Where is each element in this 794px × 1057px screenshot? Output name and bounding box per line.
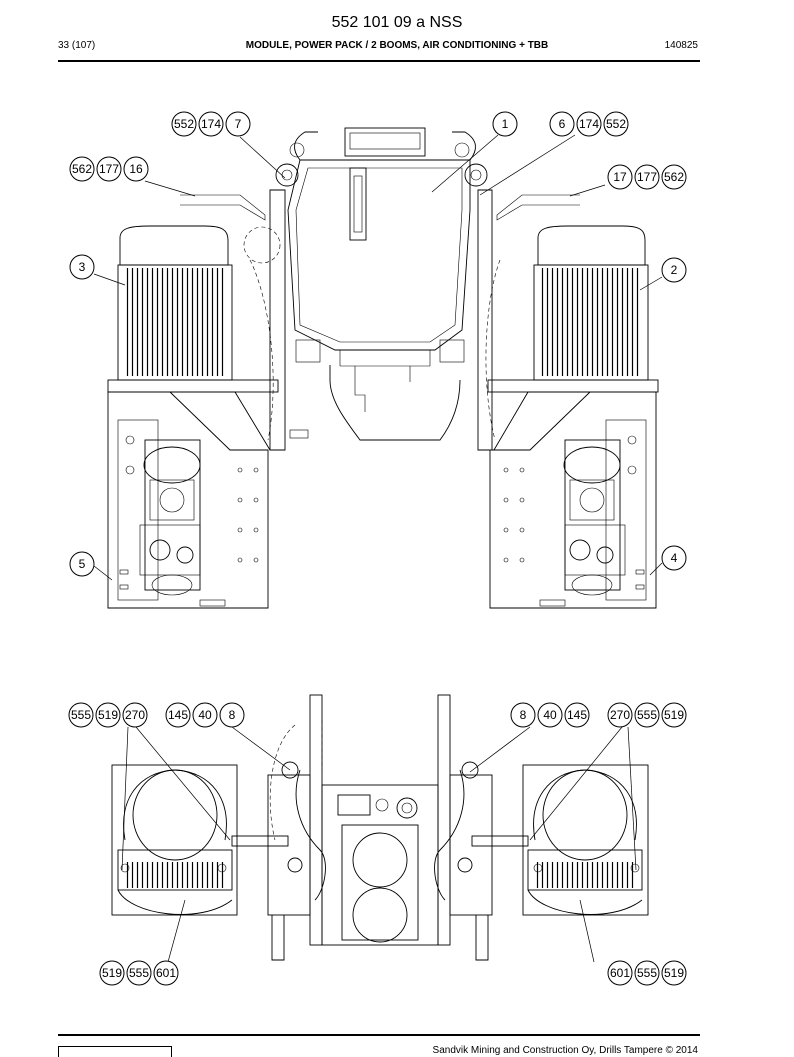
svg-text:562: 562 (72, 162, 92, 176)
callout-6: 6 (549, 111, 575, 137)
svg-text:5: 5 (79, 557, 86, 571)
svg-text:601: 601 (610, 966, 630, 980)
footer-logo (58, 1046, 172, 1057)
callout-5: 5 (69, 551, 95, 577)
svg-text:270: 270 (125, 708, 145, 722)
top-leader-lines (93, 134, 663, 581)
callout-270: 270 (607, 702, 633, 728)
svg-text:145: 145 (168, 708, 188, 722)
svg-text:6: 6 (559, 117, 566, 131)
callout-177: 177 (634, 164, 660, 190)
oil-tank-drawing (275, 127, 488, 412)
svg-text:177: 177 (637, 170, 657, 184)
svg-text:1: 1 (502, 117, 509, 131)
svg-text:8: 8 (229, 708, 236, 722)
callout-7: 7 (225, 111, 251, 137)
callout-8: 8 (219, 702, 245, 728)
svg-text:555: 555 (71, 708, 91, 722)
callout-562: 562 (69, 156, 95, 182)
svg-text:601: 601 (156, 966, 176, 980)
callout-601: 601 (153, 960, 179, 986)
bottom-right-motor-drawing (471, 764, 649, 916)
callout-552: 552 (603, 111, 629, 137)
svg-text:40: 40 (543, 708, 557, 722)
callout-174: 174 (576, 111, 602, 137)
footer-rule (58, 1034, 700, 1036)
svg-text:519: 519 (664, 966, 684, 980)
svg-text:552: 552 (174, 117, 194, 131)
svg-text:562: 562 (664, 170, 684, 184)
header-rule (58, 60, 700, 62)
svg-text:555: 555 (637, 708, 657, 722)
callout-562: 562 (661, 164, 687, 190)
callout-2: 2 (661, 257, 687, 283)
callout-177: 177 (96, 156, 122, 182)
callout-4: 4 (661, 545, 687, 571)
document-number: 552 101 09 a NSS (331, 14, 463, 31)
svg-text:555: 555 (129, 966, 149, 980)
callout-552: 552 (171, 111, 197, 137)
svg-text:552: 552 (606, 117, 626, 131)
bottom-frame-drawing (267, 694, 493, 961)
page-number: 33 (107) (58, 40, 96, 51)
bottom-left-motor-drawing (111, 764, 289, 916)
bottom-callouts: 555 519 270 145 40 8 8 40 145 270 555 51… (68, 702, 687, 986)
bottom-leader-lines (121, 726, 637, 963)
top-view: 552 174 7 1 6 174 552 562 177 16 17 177 … (69, 111, 687, 609)
svg-text:3: 3 (79, 260, 86, 274)
svg-text:177: 177 (99, 162, 119, 176)
svg-text:4: 4 (671, 551, 678, 565)
svg-text:8: 8 (520, 708, 527, 722)
callout-145: 145 (165, 702, 191, 728)
svg-text:519: 519 (664, 708, 684, 722)
svg-text:40: 40 (198, 708, 212, 722)
callout-555: 555 (68, 702, 94, 728)
svg-text:2: 2 (671, 263, 678, 277)
callout-519: 519 (661, 702, 687, 728)
svg-text:145: 145 (567, 708, 587, 722)
bottom-view: 555 519 270 145 40 8 8 40 145 270 555 51… (68, 694, 687, 986)
callout-519: 519 (99, 960, 125, 986)
callout-40: 40 (537, 702, 563, 728)
top-callouts: 552 174 7 1 6 174 552 562 177 16 17 177 … (69, 111, 687, 577)
callout-601: 601 (607, 960, 633, 986)
callout-519: 519 (95, 702, 121, 728)
svg-text:555: 555 (637, 966, 657, 980)
svg-text:519: 519 (102, 966, 122, 980)
svg-text:270: 270 (610, 708, 630, 722)
page-date: 140825 (664, 40, 698, 51)
callout-555: 555 (126, 960, 152, 986)
svg-text:519: 519 (98, 708, 118, 722)
callout-555: 555 (634, 960, 660, 986)
callout-3: 3 (69, 254, 95, 280)
svg-text:174: 174 (579, 117, 599, 131)
page-title: MODULE, POWER PACK / 2 BOOMS, AIR CONDIT… (245, 40, 549, 51)
right-electric-motor-drawing (487, 225, 659, 609)
svg-text:17: 17 (613, 170, 627, 184)
callout-17: 17 (607, 164, 633, 190)
callout-555: 555 (634, 702, 660, 728)
svg-text:174: 174 (201, 117, 221, 131)
frame-drawing (180, 189, 580, 451)
callout-40: 40 (192, 702, 218, 728)
svg-text:7: 7 (235, 117, 242, 131)
left-electric-motor-drawing (107, 225, 281, 609)
callout-8: 8 (510, 702, 536, 728)
svg-text:16: 16 (129, 162, 143, 176)
callout-270: 270 (122, 702, 148, 728)
copyright-text: Sandvik Mining and Construction Oy, Dril… (432, 1045, 698, 1056)
callout-174: 174 (198, 111, 224, 137)
callout-519: 519 (661, 960, 687, 986)
callout-1: 1 (492, 111, 518, 137)
callout-16: 16 (123, 156, 149, 182)
callout-145: 145 (564, 702, 590, 728)
